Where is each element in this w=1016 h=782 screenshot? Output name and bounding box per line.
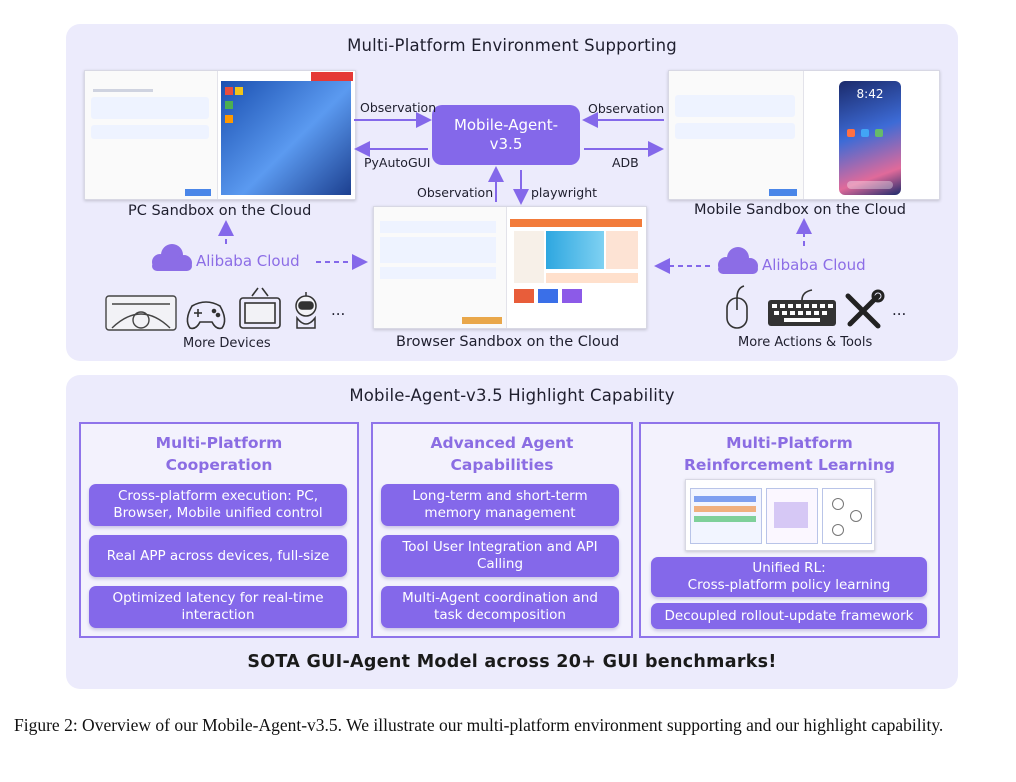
- pc-chat-pane: [85, 71, 218, 199]
- tools-ellipsis: ...: [892, 301, 907, 319]
- cloud-icon: [718, 247, 758, 274]
- mobile-chat-pane: [669, 71, 804, 199]
- pc-sandbox-screenshot: [84, 70, 356, 200]
- robot-icon: [295, 292, 317, 329]
- label-adb: ADB: [612, 155, 639, 170]
- car-icon: [105, 295, 177, 331]
- cloud-icon: [152, 244, 192, 271]
- figure-caption: Figure 2: Overview of our Mobile-Agent-v…: [14, 715, 944, 735]
- capability-item: Real APP across devices, full-size: [89, 535, 347, 577]
- capability-item: Cross-platform execution: PC, Browser, M…: [89, 484, 347, 526]
- capability-item: Decoupled rollout-update framework: [651, 603, 927, 629]
- more-devices-label: More Devices: [183, 336, 271, 351]
- cloud-label-left: Alibaba Cloud: [196, 252, 300, 270]
- browser-sandbox-label: Browser Sandbox on the Cloud: [396, 334, 620, 350]
- capability-panel-title: Mobile-Agent-v3.5 Highlight Capability: [349, 386, 675, 405]
- capability-item: Long-term and short-term memory manageme…: [381, 484, 619, 526]
- devices-ellipsis: ...: [331, 301, 346, 319]
- browser-webpage: [510, 219, 642, 323]
- browser-sandbox-screenshot: [373, 206, 647, 329]
- column-title: Multi-Platform Cooperation: [155, 434, 283, 474]
- mobile-sandbox-screenshot: 8:42: [668, 70, 940, 200]
- phone-time: 8:42: [856, 87, 884, 101]
- environment-panel-title: Multi-Platform Environment Supporting: [347, 36, 677, 55]
- browser-chat-pane: [374, 207, 507, 328]
- label-observation-left: Observation: [360, 100, 437, 115]
- pc-desktop-wallpaper: [221, 81, 351, 195]
- capability-item: Multi-Agent coordination and task decomp…: [381, 586, 619, 628]
- mouse-icon: [726, 285, 748, 329]
- mobile-sandbox-label: Mobile Sandbox on the Cloud: [694, 202, 906, 218]
- tools-icon: [845, 289, 885, 329]
- sota-banner: SOTA GUI-Agent Model across 20+ GUI benc…: [247, 652, 777, 672]
- pc-sandbox-label: PC Sandbox on the Cloud: [128, 203, 312, 219]
- label-playwright: playwright: [531, 185, 598, 200]
- more-actions-label: More Actions & Tools: [738, 335, 873, 350]
- agent-center-box: Mobile-Agent- v3.5: [432, 105, 580, 165]
- capability-item: Optimized latency for real-time interact…: [89, 586, 347, 628]
- rl-framework-figure: [685, 479, 875, 551]
- pc-status-badge: [311, 72, 353, 81]
- keyboard-icon: [768, 289, 836, 326]
- column-title: Multi-Platform Reinforcement Learning: [683, 434, 895, 474]
- column-title: Advanced Agent Capabilities: [430, 434, 574, 474]
- phone-screen: 8:42: [839, 81, 901, 195]
- cloud-label-right: Alibaba Cloud: [762, 256, 866, 274]
- tv-icon: [239, 287, 281, 329]
- capability-item: Tool User Integration and API Calling: [381, 535, 619, 577]
- capability-item: Unified RL: Cross-platform policy learni…: [651, 557, 927, 597]
- gamepad-icon: [186, 301, 226, 330]
- label-observation-bottom: Observation: [417, 185, 494, 200]
- label-pyautogui: PyAutoGUI: [364, 155, 431, 170]
- label-observation-right: Observation: [588, 101, 665, 116]
